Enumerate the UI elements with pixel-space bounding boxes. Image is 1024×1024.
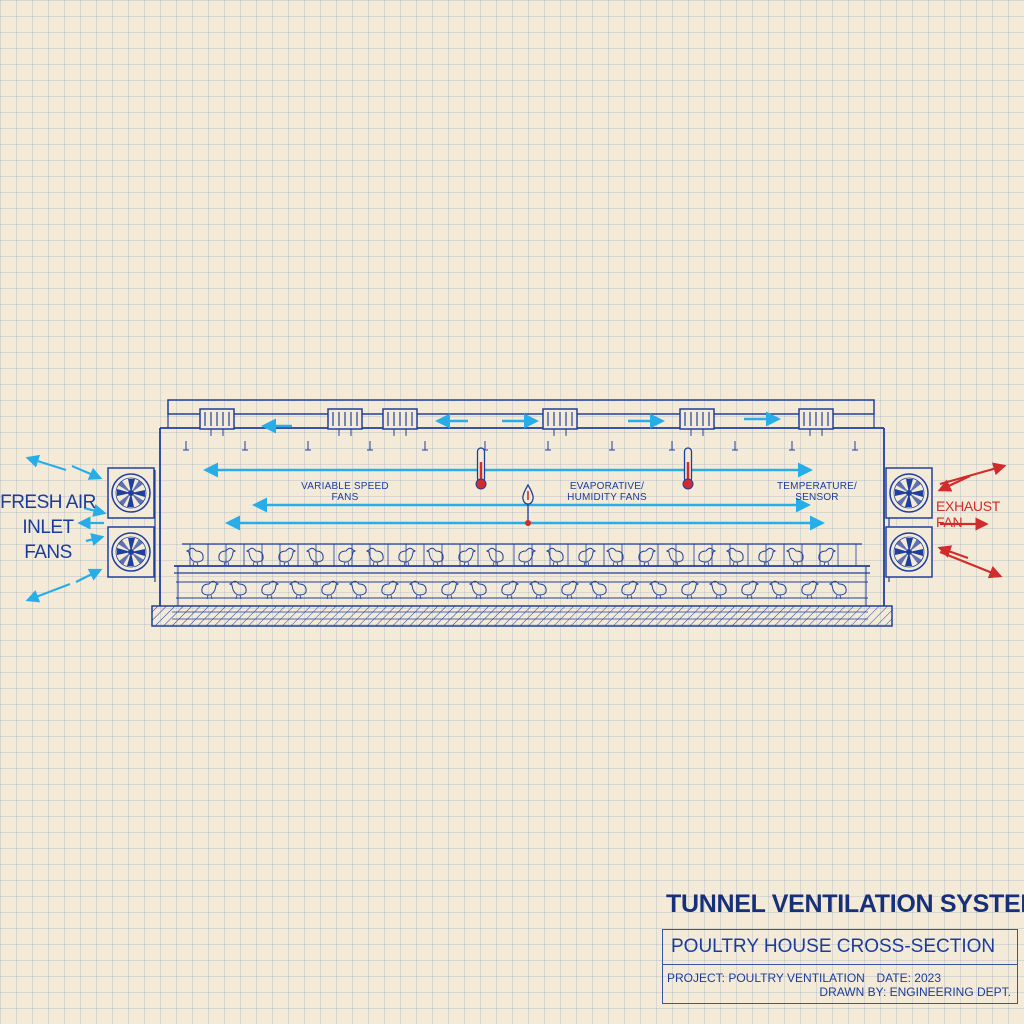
chicken-icon: [201, 580, 219, 600]
vent-icon: [542, 408, 578, 437]
poultry-house-structure: [151, 399, 893, 627]
chicken-icon: [218, 547, 236, 567]
chicken-icon: [758, 547, 776, 567]
chicken-icon: [529, 580, 547, 600]
fan-icon: [885, 467, 933, 519]
title-block: Tunnel Ventilation System Poultry House …: [662, 890, 1024, 1004]
airflow-arrow-icon: [937, 475, 971, 492]
temperature-sensor-label: Temperature/ sensor: [777, 481, 857, 503]
chicken-icon: [726, 547, 744, 567]
variable-speed-fans-label: Variable speed fans: [301, 481, 389, 503]
fan-icon: [107, 526, 155, 578]
sensors: [474, 446, 695, 526]
airflow-arrow-icon: [85, 533, 105, 546]
chicken-icon: [409, 580, 427, 600]
feeder-supports: [189, 544, 857, 566]
exhaust-fan-label: Exhaust fan: [936, 498, 1000, 530]
ceiling-fixtures: [182, 440, 859, 451]
vent-icon: [382, 408, 418, 437]
chicken-icon: [306, 547, 324, 567]
chicken-icon: [741, 580, 759, 600]
vent-icon: [679, 408, 715, 437]
airflow-arrow-icon: [25, 582, 71, 603]
chicken-icon: [486, 547, 504, 567]
project-text: PROJECT: POULTRY VENTILATION: [667, 971, 865, 985]
chicken-icon: [666, 547, 684, 567]
fresh-air-inlet-label: Fresh air inlet fans: [0, 492, 96, 563]
chicken-icon: [769, 580, 787, 600]
chicken-icon: [546, 547, 564, 567]
chicken-icon: [338, 547, 356, 567]
chicken-icon: [561, 580, 579, 600]
chicken-icon: [638, 547, 656, 567]
feeder-lines: [174, 543, 870, 606]
chicken-icon: [229, 580, 247, 600]
chicken-icon: [398, 547, 416, 567]
humidity-fans-label: Evaporative/ humidity fans: [567, 481, 647, 503]
chicken-icon: [261, 580, 279, 600]
tunnel-airflow-lines: [203, 462, 825, 531]
airflow-arrow-icon: [937, 545, 969, 560]
chicken-icon: [801, 580, 819, 600]
exhaust-fans: [885, 467, 933, 578]
chicken-icon: [321, 580, 339, 600]
project-row: PROJECT: POULTRY VENTILATION DATE: 2023: [667, 971, 1011, 985]
chicken-icon: [469, 580, 487, 600]
exhaust-air-arrows: [937, 462, 1007, 579]
thermometer-icon: [474, 446, 488, 491]
airflow-arrow-icon: [75, 568, 103, 583]
chicken-icon: [518, 547, 536, 567]
title-box: Poultry House Cross-Section PROJECT: POU…: [662, 929, 1018, 1004]
chicken-icon: [621, 580, 639, 600]
chicken-icon: [829, 580, 847, 600]
chicken-icon: [698, 547, 716, 567]
chicken-icon: [681, 580, 699, 600]
chicken-icon: [501, 580, 519, 600]
airflow-arrow-icon: [939, 462, 1007, 486]
humidity-sensor-icon: [522, 483, 534, 526]
airflow-arrow-icon: [71, 464, 103, 480]
chicken-icon: [246, 547, 264, 567]
vent-icon: [327, 408, 363, 437]
diagram-title: Tunnel Ventilation System: [666, 890, 1024, 918]
title-info: PROJECT: POULTRY VENTILATION DATE: 2023 …: [663, 965, 1017, 1003]
thermometer-icon: [681, 446, 695, 491]
chicken-icon: [186, 547, 204, 567]
drawn-by-text: DRAWN BY: ENGINEERING DEPT.: [819, 985, 1011, 999]
chicken-icon: [786, 547, 804, 567]
chicken-icon: [366, 547, 384, 567]
fresh-air-arrows: [25, 454, 107, 603]
chicken-icon: [278, 547, 296, 567]
chicken-icon: [606, 547, 624, 567]
chicken-icon: [349, 580, 367, 600]
chicken-icon: [381, 580, 399, 600]
airflow-arrow-icon: [25, 454, 67, 472]
roof-vents: [199, 408, 834, 437]
airflow-arrow-icon: [939, 550, 1003, 579]
chicken-icon: [589, 580, 607, 600]
chicken-icon: [426, 547, 444, 567]
chicken-icon: [818, 547, 836, 567]
fan-icon: [107, 467, 155, 519]
chicken-icon: [458, 547, 476, 567]
vent-icon: [199, 408, 235, 437]
inlet-fans: [107, 467, 155, 578]
fan-icon: [885, 526, 933, 578]
vent-icon: [798, 408, 834, 437]
diagram-subtitle: Poultry House Cross-Section: [663, 930, 1017, 965]
chicken-icon: [578, 547, 596, 567]
date-text: DATE: 2023: [876, 971, 941, 985]
roof-airflow-arrows: [261, 411, 781, 434]
chicken-icon: [289, 580, 307, 600]
chicken-icon: [441, 580, 459, 600]
chicken-flock: [186, 547, 847, 600]
chicken-icon: [709, 580, 727, 600]
airflow-arrow-icon: [83, 504, 107, 517]
chicken-icon: [649, 580, 667, 600]
